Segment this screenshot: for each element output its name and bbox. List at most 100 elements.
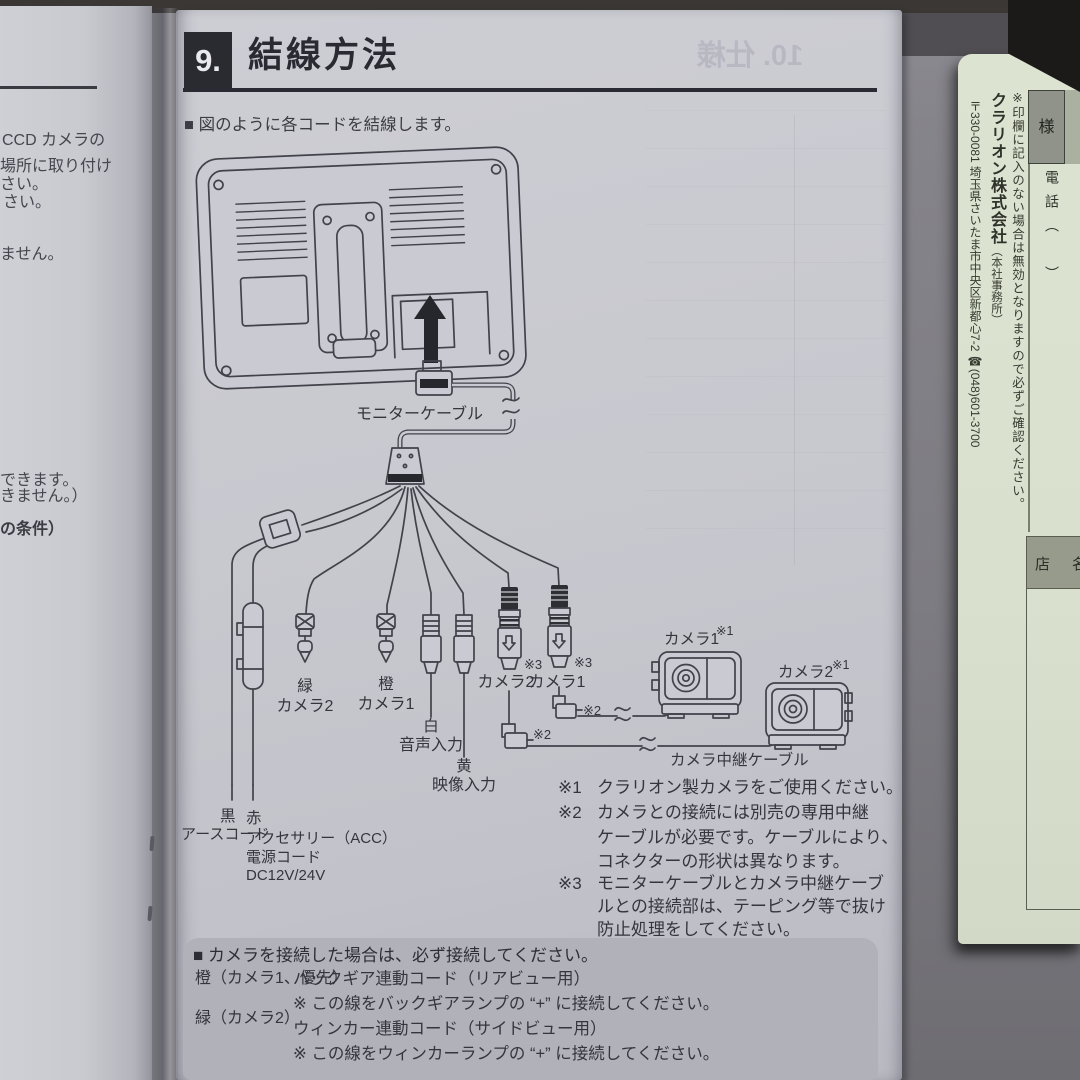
square-bullet-icon: ■ (193, 946, 204, 965)
vent-slots-left (235, 200, 308, 261)
camera2-label: カメラ2 (778, 664, 834, 681)
note2-ref: ※2 (533, 727, 552, 742)
left-page-fragment: ません。 (0, 246, 64, 263)
intro-text: 図のように各コードを結線します。 (198, 116, 461, 134)
caution-title: カメラを接続した場合は、必ず接続してください。 (208, 946, 598, 965)
caution-box: ■ カメラを接続した場合は、必ず接続してください。 橙（カメラ1、優先） バック… (183, 938, 878, 1080)
connector-recess (391, 290, 491, 359)
header-rule (183, 88, 877, 92)
showthrough-table-line (794, 115, 795, 565)
black-color-label: 黒 (220, 808, 236, 825)
footnote-ref: ※1 (558, 778, 582, 797)
sama-label: 様 (1038, 119, 1055, 136)
dealer-label: 店名 (1035, 556, 1080, 573)
intro-line: ■ 図のように各コードを結線します。 (184, 116, 461, 135)
orange-bullet-connector (376, 613, 396, 663)
footnote-text: カメラとの接続には別売の専用中継 (597, 803, 869, 822)
earth-cord-label: アースコード (181, 826, 270, 843)
caution-row2-cord: ウィンカー連動コード（サイドビュー用） (293, 1020, 607, 1038)
power-cord-label: 電源コード (246, 849, 322, 866)
caution-row2-note: ※ この線をウィンカーランプの “+” に接続してください。 (293, 1045, 720, 1063)
card-address: 〒330-0081 埼玉県さいたま市中央区新都心7-2 ☎(048)601-37… (968, 100, 982, 448)
wiring-diagram (195, 146, 853, 801)
card-table-border (1028, 164, 1030, 532)
left-page-fragment: さい。 (0, 176, 49, 193)
company-name: クラリオン株式会社 (988, 92, 1005, 245)
green-bullet-connector (295, 613, 315, 663)
label-plate (239, 274, 310, 327)
accessory-label: アクセサリー（ACC） (246, 830, 397, 847)
note3-ref: ※3 (574, 655, 593, 670)
note3-ref: ※3 (524, 657, 543, 672)
footnote-ref: ※3 (558, 874, 582, 893)
camera2-illustration (765, 682, 853, 750)
caution-row1-note: ※ この線をバックギアランプの “+” に接続してください。 (293, 995, 720, 1013)
orange-color-label: 橙 (378, 676, 394, 693)
phone-field-label: 電話（ ） (1044, 170, 1060, 290)
note2-ref: ※2 (583, 703, 602, 718)
relay-plug-camera2 (501, 690, 775, 752)
left-page-fragment: の条件） (0, 521, 65, 538)
monitor-cable-line (397, 382, 520, 449)
showthrough-next-section-title: 10. 仕様 (696, 40, 804, 72)
footnote-ref: ※2 (558, 803, 582, 822)
note1-ref: ※1 (832, 658, 850, 672)
card-company-column: クラリオン株式会社（本社事務所） (984, 92, 1008, 512)
caution-row1-label: 橙（カメラ1、優先） (195, 970, 348, 987)
dealer-box: 店名 (1026, 536, 1080, 910)
company-sub: （本社事務所） (990, 245, 1002, 326)
voltage-label: DC12V/24V (246, 867, 326, 884)
warranty-card: ※印欄に記入のない場合は無効となりますので必ずご確認ください。 クラリオン株式会… (958, 54, 1080, 944)
left-page-fragment: できます。 (0, 472, 79, 489)
din-camera2-label: カメラ2 (477, 674, 535, 691)
green-camera-label: カメラ2 (276, 698, 334, 715)
note1-ref: ※1 (716, 624, 734, 638)
left-page: CCD カメラの 場所に取り付け さい。 さい。 ません。 できます。 きません… (0, 6, 152, 1080)
relay-cable-label: カメラ中継ケーブル (670, 752, 809, 769)
left-page-fragment: きません。） (0, 488, 88, 505)
green-color-label: 緑 (297, 678, 313, 695)
monitor-cable-label: モニターケーブル (356, 406, 484, 423)
footnote-text: コネクターの形状は異なります。 (597, 852, 850, 871)
white-color-label: 白 (423, 718, 439, 735)
showthrough-table (646, 110, 886, 565)
monitor-illustration (195, 146, 527, 390)
caution-title-line: ■ カメラを接続した場合は、必ず接続してください。 (193, 946, 598, 966)
camera2-din-connector (497, 587, 522, 670)
left-page-fragment: 場所に取り付け (0, 158, 113, 175)
photo-background-top (0, 0, 1080, 13)
caution-row1-cord: バックギア連動コード（リアビュー用） (293, 970, 590, 988)
fuse-holder (236, 602, 264, 690)
relay-plug-camera1 (552, 686, 670, 722)
red-color-label: 赤 (246, 810, 262, 827)
yellow-rca-connector (453, 614, 475, 758)
orange-camera-label: カメラ1 (357, 696, 415, 713)
footnote-text: モニターケーブルとカメラ中継ケーブ (597, 874, 884, 893)
footnote-text: クラリオン製カメラをご使用ください。 (597, 778, 903, 797)
vent-slots-right (388, 185, 466, 247)
footnote-text: 防止処理をしてください。 (597, 920, 800, 939)
din-camera1-label: カメラ1 (528, 674, 586, 691)
footnote-text: ケーブルが必要です。ケーブルにより、 (597, 828, 899, 847)
harness-connector (385, 447, 425, 485)
book-spine (150, 8, 178, 1080)
customer-name-cell-edge (1065, 90, 1080, 164)
left-page-fragment: さい。 (3, 194, 52, 211)
left-page-header-rule (0, 86, 97, 89)
section-number: 9. (184, 32, 232, 90)
main-page: 10. 仕様 9. 結線方法 ■ 図のように各コードを結線します。 (176, 10, 903, 1080)
section-title: 結線方法 (248, 36, 401, 75)
camera1-illustration (651, 651, 742, 719)
insert-arrow-icon (414, 295, 446, 363)
card-validity-note: ※印欄に記入のない場合は無効となりますので必ずご確認ください。 (1010, 90, 1024, 511)
footnote-text: ルとの接続部は、テーピング等で抜け (597, 897, 886, 916)
left-page-fragment: CCD カメラの (2, 132, 106, 149)
camera1-din-connector (547, 585, 572, 668)
caution-row2-label: 緑（カメラ2） (195, 1010, 300, 1027)
yellow-color-label: 黄 (456, 758, 472, 775)
video-input-label: 映像入力 (431, 777, 497, 794)
audio-input-label: 音声入力 (398, 737, 464, 754)
dealer-box-header: 店名 (1027, 537, 1080, 589)
customer-name-cell: 様 (1028, 90, 1065, 164)
